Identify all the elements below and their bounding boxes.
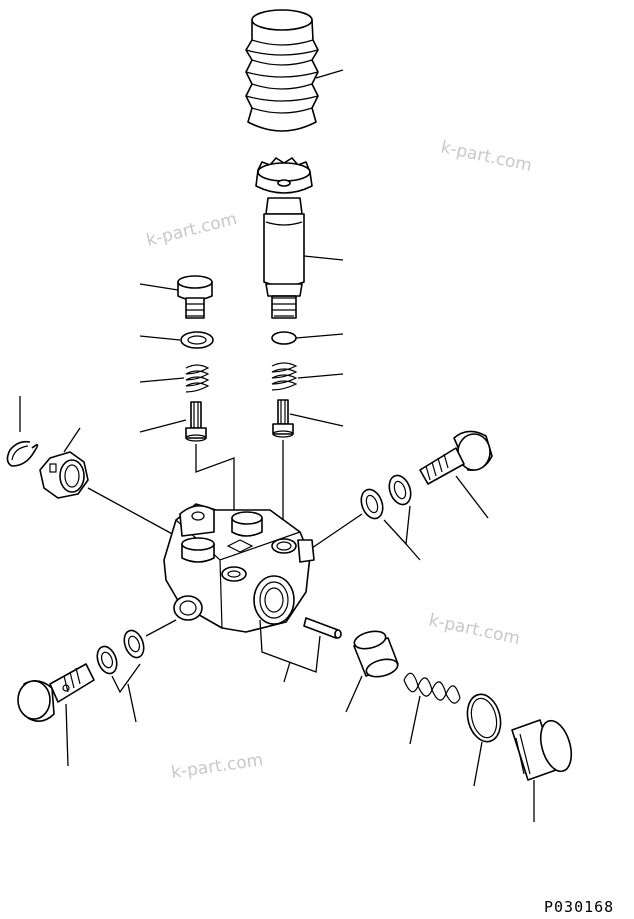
- drawing-number: P030168: [544, 898, 614, 916]
- lower-plug-part: [511, 719, 573, 781]
- right-spring-part: [271, 362, 298, 391]
- assembly-line-left-bolt: [145, 619, 177, 637]
- watermark-2: k-part.com: [144, 209, 239, 251]
- right-gasket-1-hole: [365, 494, 379, 514]
- pump-body-part: [163, 503, 315, 633]
- left-fitting-part: [39, 451, 89, 499]
- leader-lower-o-ring: [473, 741, 483, 787]
- leader-left-banjo-bolt: [65, 703, 69, 767]
- left-washer-hole: [187, 335, 207, 345]
- assembly-line-left-valve: [195, 444, 235, 548]
- right-valve-part: [272, 399, 294, 438]
- right-banjo-bolt-part: [419, 430, 493, 485]
- leader-left-fitting: [63, 427, 81, 453]
- leader-left-spring: [139, 377, 185, 383]
- right-gasket-2-hole: [393, 480, 407, 500]
- right-gasket-1-part: [360, 488, 384, 520]
- assembly-line-right-bolt: [311, 513, 363, 549]
- bracket-right-gaskets: [383, 505, 411, 546]
- leader-left-washer: [139, 335, 181, 341]
- snap-ring-part: [6, 440, 39, 467]
- assembly-line-left-fitting: [87, 487, 177, 537]
- priming-pump-part: [255, 157, 313, 319]
- leader-left-valve: [139, 419, 187, 433]
- left-gasket-1-part: [96, 645, 118, 675]
- leader-right-spring: [297, 373, 344, 379]
- leader-boot: [315, 69, 344, 79]
- left-plug-part: [177, 275, 213, 319]
- valve-sleeve-part: [353, 630, 399, 678]
- leader-right-valve: [289, 413, 344, 427]
- leader-lower-spring: [409, 695, 421, 745]
- bracket-left-gaskets: [111, 663, 141, 694]
- leader-body-pin: [283, 661, 291, 683]
- rubber-boot-part: [245, 9, 319, 132]
- watermark-4: k-part.com: [170, 750, 264, 783]
- lower-spring-part: [403, 672, 461, 704]
- left-spring-part: [185, 364, 210, 393]
- leader-right-gaskets: [405, 543, 421, 561]
- left-gasket-1-hole: [100, 651, 114, 669]
- left-washer-part: [180, 331, 214, 349]
- left-valve-part: [185, 401, 207, 442]
- left-gasket-2-part: [123, 629, 145, 659]
- leader-right-o-ring: [295, 333, 344, 339]
- leader-priming-pump: [303, 255, 344, 261]
- right-o-ring-part: [271, 331, 297, 345]
- left-banjo-bolt-part: [17, 663, 95, 722]
- leader-valve-sleeve: [345, 675, 363, 713]
- left-gasket-2-hole: [127, 635, 141, 653]
- watermark-1: k-part.com: [439, 137, 534, 176]
- bracket-body-pin: [259, 619, 321, 673]
- leader-left-plug: [139, 283, 179, 291]
- pin-part: [303, 617, 342, 639]
- leader-right-banjo-bolt: [455, 475, 489, 519]
- lower-o-ring-inner: [470, 697, 498, 739]
- watermark-3: k-part.com: [427, 610, 522, 649]
- leader-left-gaskets: [127, 683, 137, 723]
- right-gasket-2-part: [388, 474, 412, 506]
